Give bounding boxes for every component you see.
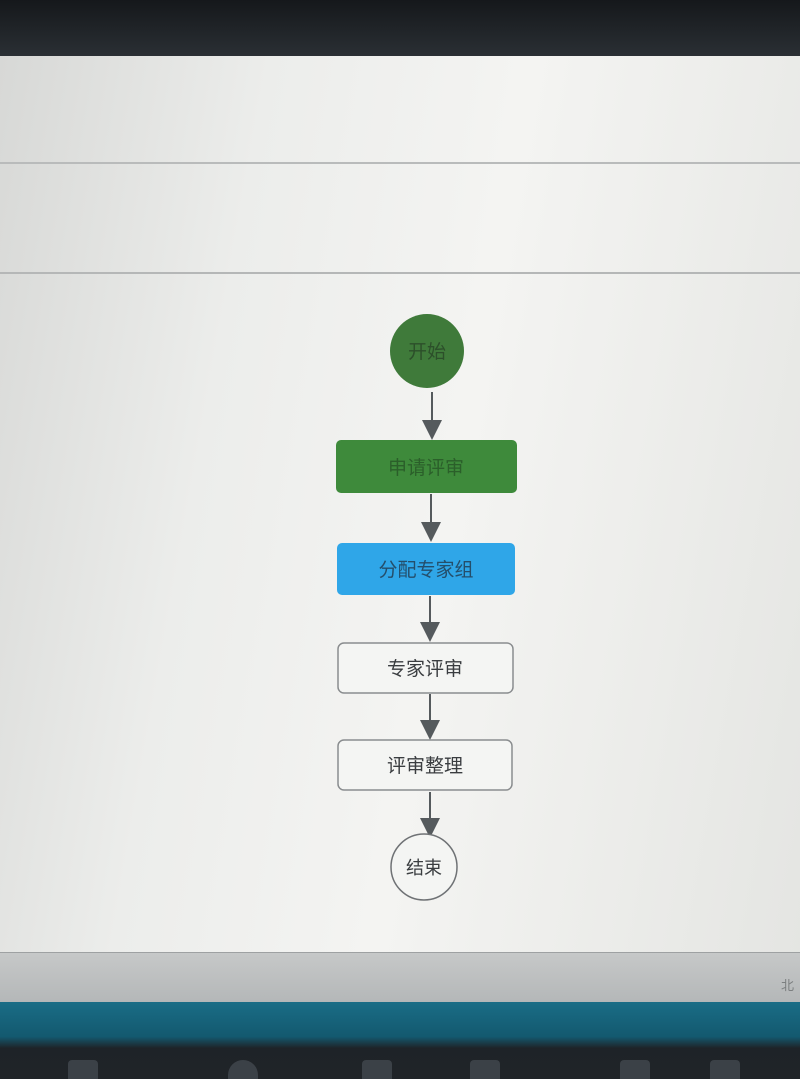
header-area (0, 56, 800, 164)
taskbar-app-icon[interactable] (470, 1060, 500, 1079)
step-expert-review[interactable]: 专家评审 (337, 642, 514, 694)
status-corner-text: 北 (780, 979, 794, 994)
step-label: 分配专家组 (378, 559, 473, 581)
taskbar-app-icon[interactable] (710, 1060, 740, 1079)
monitor-bezel (0, 0, 800, 56)
workflow-svg: 开始 申请评审 分配专家组 专家评审 评审整理 (336, 314, 517, 901)
taskbar-app-icon[interactable] (620, 1060, 650, 1079)
taskbar-app-icon[interactable] (68, 1060, 98, 1079)
step-label: 评审整理 (387, 755, 463, 777)
status-bar: 北 (0, 952, 800, 1003)
step-label: 专家评审 (387, 658, 463, 680)
taskbar-browser-icon[interactable] (228, 1060, 258, 1079)
start-label: 开始 (408, 341, 446, 363)
app-window: 开始 申请评审 分配专家组 专家评审 评审整理 (0, 56, 800, 1003)
step-assign-expert-group[interactable]: 分配专家组 (337, 543, 515, 595)
end-label: 结束 (406, 858, 442, 879)
toolbar-area (0, 164, 800, 274)
start-node[interactable]: 开始 (390, 314, 464, 388)
step-review-summary[interactable]: 评审整理 (337, 739, 513, 791)
workflow-diagram: 开始 申请评审 分配专家组 专家评审 评审整理 (0, 274, 800, 952)
taskbar-app-icon[interactable] (362, 1060, 392, 1079)
os-taskbar (0, 1002, 800, 1079)
step-apply-review[interactable]: 申请评审 (336, 440, 517, 493)
end-node[interactable]: 结束 (390, 833, 458, 901)
step-label: 申请评审 (388, 457, 464, 479)
